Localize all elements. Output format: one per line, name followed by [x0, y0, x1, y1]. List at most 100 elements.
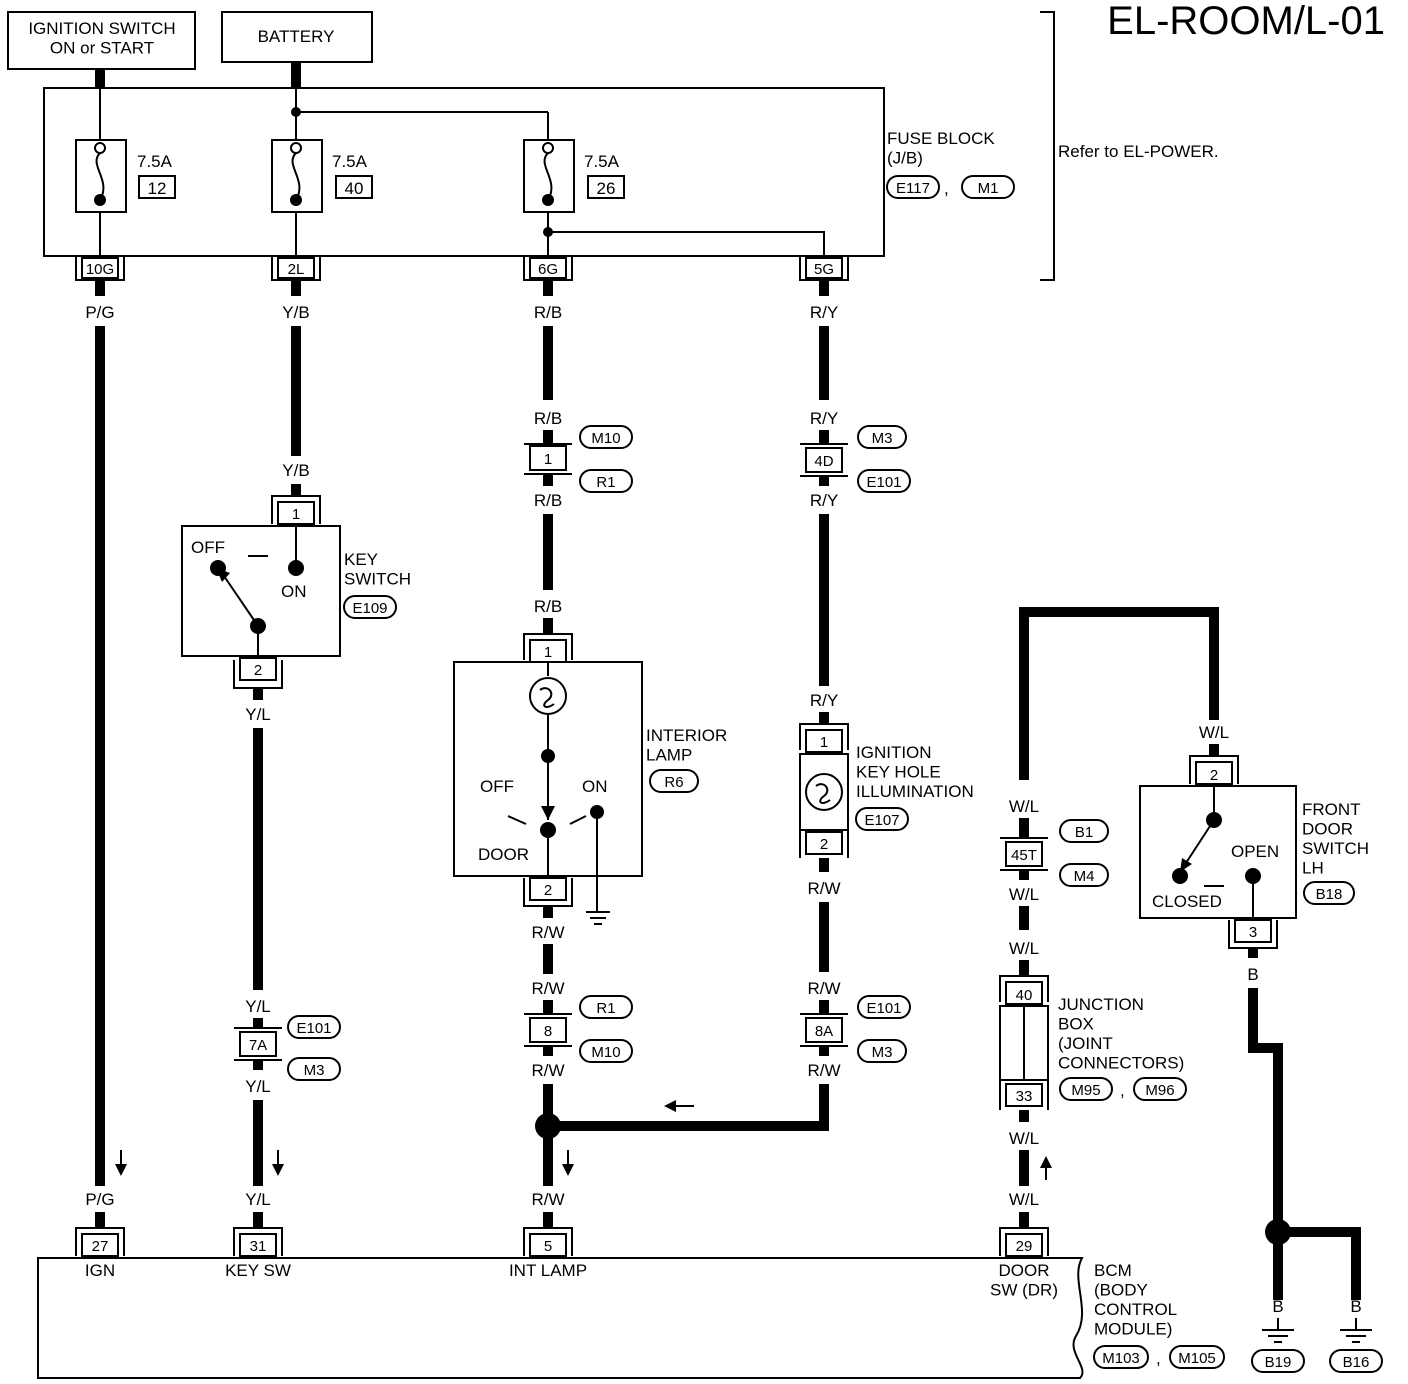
svg-text:M10: M10: [591, 1044, 620, 1061]
ignition-switch-box: [7, 11, 196, 70]
svg-text:2: 2: [254, 662, 262, 679]
wire-color-ry-3: R/Y: [810, 491, 838, 510]
svg-text:2: 2: [820, 836, 828, 853]
fuse-block-outline: [43, 87, 885, 257]
bcm-terminal-31: 31 KEY SW: [225, 1227, 291, 1280]
terminal-5g: 5G: [799, 256, 849, 281]
front-door-switch: 2 OPEN CLOSED 3: [1139, 755, 1297, 949]
battery-label: BATTERY: [258, 27, 335, 46]
fuse-block-connector-m1: M1: [961, 175, 1015, 199]
wire-color-b-2: B: [1272, 1297, 1283, 1316]
ignition-key-hole-illumination: 1 2: [799, 723, 849, 858]
fuse-40: 7.5A 40: [271, 139, 373, 213]
bcm-connector-m105: M105: [1169, 1345, 1225, 1369]
svg-text:B1: B1: [1075, 824, 1093, 841]
svg-text:33: 33: [1016, 1088, 1033, 1105]
svg-text:5G: 5G: [814, 261, 834, 278]
svg-text:M1: M1: [978, 180, 999, 197]
svg-text:7.5A: 7.5A: [584, 152, 620, 171]
svg-text:,: ,: [944, 179, 949, 198]
svg-text:B19: B19: [1265, 1354, 1292, 1371]
inline-connector-4d: 4D M3 E101: [800, 425, 911, 493]
wire-color-rw-5: R/W: [807, 879, 840, 898]
svg-text:M3: M3: [872, 1044, 893, 1061]
svg-text:E101: E101: [866, 474, 901, 491]
inline-connector-1: 1 M10 R1: [524, 425, 633, 493]
svg-text:OFF: OFF: [480, 777, 514, 796]
wire-color-wl-4: W/L: [1009, 939, 1039, 958]
wire-color-ry-4: R/Y: [810, 691, 838, 710]
svg-text:,: ,: [1156, 1349, 1161, 1368]
wire-color-wl-1: W/L: [1199, 723, 1229, 742]
svg-text:1: 1: [544, 644, 552, 661]
svg-text:45T: 45T: [1011, 847, 1037, 864]
wire-color-rw-4: R/W: [531, 1190, 564, 1209]
terminal-2l: 2L: [271, 256, 321, 281]
wire-color-rw-3: R/W: [531, 1061, 564, 1080]
svg-text:10G: 10G: [86, 261, 114, 278]
svg-text:M95: M95: [1071, 1082, 1100, 1099]
svg-text:E101: E101: [296, 1020, 331, 1037]
svg-text:12: 12: [148, 179, 167, 198]
wire-color-yb-top: Y/B: [282, 303, 309, 322]
key-switch: 1 OFF ON 2: [181, 495, 341, 689]
wire-color-ry-1: R/Y: [810, 303, 838, 322]
wire-color-yl-4: Y/L: [245, 1190, 271, 1209]
fuse-block-connector-e117: E117: [886, 175, 940, 199]
svg-text:M96: M96: [1145, 1082, 1174, 1099]
svg-text:ON: ON: [281, 582, 307, 601]
svg-text:2: 2: [1210, 767, 1218, 784]
svg-text:7A: 7A: [249, 1037, 267, 1054]
svg-text:27: 27: [92, 1238, 109, 1255]
battery-box: [221, 11, 373, 63]
svg-text:DOOR: DOOR: [478, 845, 529, 864]
svg-text:40: 40: [1016, 987, 1033, 1004]
inline-connector-8: 8 R1 M10: [524, 995, 633, 1063]
svg-text:OFF: OFF: [191, 538, 225, 557]
svg-text:1: 1: [292, 506, 300, 523]
svg-text:7.5A: 7.5A: [137, 152, 173, 171]
junction-box-connector-m96: M96: [1133, 1077, 1187, 1101]
ground-b19: B19: [1251, 1318, 1305, 1373]
svg-text:ON: ON: [582, 777, 608, 796]
page-code: EL-ROOM/L-01: [1107, 0, 1385, 43]
svg-text:R1: R1: [596, 474, 615, 491]
svg-text:E109: E109: [352, 600, 387, 617]
bcm-outline: [37, 1257, 1084, 1379]
bcm-connector-m103: M103: [1093, 1345, 1149, 1369]
wire-color-pg-bottom: P/G: [85, 1190, 114, 1209]
wire-color-wl-3: W/L: [1009, 885, 1039, 904]
interior-lamp: 1 OFF ON DOOR 2: [453, 633, 643, 925]
svg-text:8A: 8A: [815, 1023, 833, 1040]
bcm-terminal-5: 5 INT LAMP: [509, 1227, 587, 1280]
svg-text:2: 2: [544, 882, 552, 899]
arrow-left-join: [664, 1100, 694, 1112]
wire-rw-join: [548, 1084, 829, 1131]
arrow-up-door-sw: [1040, 1156, 1052, 1180]
wire-color-yl-1: Y/L: [245, 705, 271, 724]
terminal-6g: 6G: [523, 256, 573, 281]
wire-color-yl-3: Y/L: [245, 1077, 271, 1096]
wire-wl-loop: [1019, 607, 1219, 780]
svg-text:E117: E117: [896, 180, 930, 197]
wire-color-wl-6: W/L: [1009, 1190, 1039, 1209]
fuse-block-label: FUSE BLOCK(J/B): [887, 129, 995, 168]
svg-text:3: 3: [1249, 924, 1257, 941]
svg-text:M3: M3: [872, 430, 893, 447]
wire-color-pg-top: P/G: [85, 303, 114, 322]
svg-text:1: 1: [820, 734, 828, 751]
svg-text:31: 31: [250, 1238, 267, 1255]
inline-connector-45t: 45T B1 M4: [1000, 819, 1109, 887]
wire-color-rb-2: R/B: [534, 409, 562, 428]
svg-text:1: 1: [544, 451, 552, 468]
junction-box-connector-m95: M95: [1059, 1077, 1113, 1101]
fuse-block-reference: Refer to EL-POWER.: [1058, 142, 1219, 161]
wire-color-ry-2: R/Y: [810, 409, 838, 428]
